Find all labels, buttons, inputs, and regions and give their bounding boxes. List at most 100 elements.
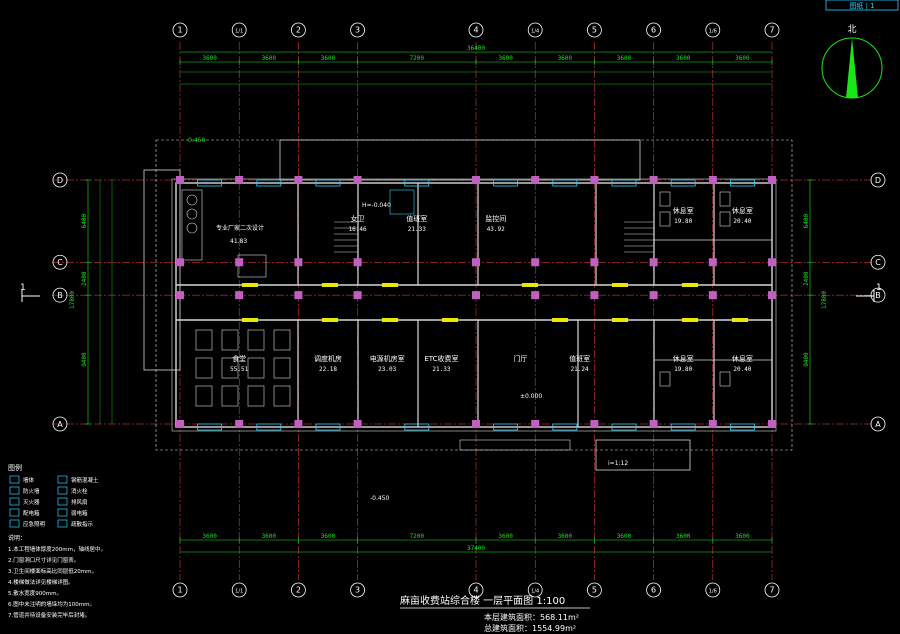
grid-label: 5 (592, 26, 597, 35)
grid-label: 1/6 (709, 589, 717, 595)
grid-label: A (57, 420, 63, 429)
dimension-total: 36400 (467, 45, 485, 52)
top-right-tag-text: 图纸 | 1 (849, 1, 874, 10)
column-marker (176, 291, 184, 300)
column-marker (235, 291, 244, 300)
room-name: 休息室 (673, 354, 694, 363)
toilet-fixtures (389, 189, 731, 387)
grid-bubble-7 (587, 22, 602, 38)
legend: 图例 墙体钢筋混凝土防火墙消火栓灭火器排风扇配电箱弱电箱应急照明疏散指示 (8, 463, 99, 528)
dimension-text: 7200 (410, 55, 425, 62)
grid-bubble-A (870, 416, 886, 432)
annotations: -0.450 -0.450 ±0.000 H=-0.040 i=1:12 专业厂… (186, 137, 628, 502)
dimension-text: 3600 (735, 533, 750, 540)
door-opening (382, 283, 398, 287)
window-opening (197, 423, 223, 431)
column-marker (472, 258, 480, 267)
dimension-text: 3600 (202, 533, 217, 540)
door-opening (732, 318, 748, 322)
legend-swatch (57, 519, 68, 528)
column-marker (176, 176, 184, 184)
window-opening (315, 423, 341, 431)
legend-swatch (57, 486, 68, 495)
section-marks: 1 1 (20, 283, 882, 302)
elevation-label: H=-0.040 (362, 202, 391, 209)
window-opening (611, 423, 637, 431)
section-mark-left: 1 (20, 283, 26, 293)
grid-label: 3 (355, 26, 360, 35)
grid-label: 2 (296, 586, 301, 595)
legend-item: 防火墙 (23, 487, 40, 495)
room-name: 女卫 (351, 214, 365, 223)
dining-table (247, 357, 265, 379)
grid-label: B (57, 291, 63, 300)
column-marker (472, 176, 480, 184)
door-opening (322, 283, 338, 287)
room-area: 22.18 (319, 366, 337, 373)
door-opening (522, 283, 538, 287)
column-marker (472, 420, 480, 428)
column-marker (531, 420, 540, 428)
legend-item: 灭火器 (23, 499, 40, 506)
floor-area: 本层建筑面积：568.11m² (484, 612, 579, 622)
grid-bubble-9 (705, 22, 721, 38)
column-marker (590, 176, 599, 184)
grid-label: 1/1 (235, 589, 243, 595)
grid-bubble-8 (646, 582, 661, 598)
grid-bubble-3 (290, 22, 306, 38)
window-opening (552, 179, 578, 187)
note-line: 3.卫生间楼面标高比同层低20mm。 (8, 567, 97, 575)
room-area: 19.80 (674, 218, 692, 225)
dimension-text: 3600 (498, 55, 513, 62)
grid-label: 2 (296, 26, 301, 35)
grid-label: 1/1 (235, 29, 243, 35)
svg-text:北: 北 (847, 24, 856, 35)
grid-bubble-3 (290, 582, 306, 598)
door-opening (442, 318, 458, 322)
column-marker (708, 291, 717, 300)
dimension-text: 3600 (735, 55, 750, 62)
walls (143, 139, 793, 471)
legend-item: 疏散指示 (71, 520, 94, 528)
room-name: 监控间 (485, 214, 506, 223)
design-notes: 说明： 1.本工程墙体厚度200mm，轴线居中。2.门窗洞口尺寸详见门窗表。3.… (8, 534, 106, 619)
door-opening (682, 318, 698, 322)
dining-table (247, 385, 265, 407)
grid-label: 1 (177, 586, 182, 595)
structural-columns (176, 176, 776, 428)
window-opening (493, 423, 519, 431)
column-marker (531, 291, 540, 300)
column-marker (708, 176, 717, 184)
dining-table (273, 329, 291, 351)
grid-label: 6 (651, 586, 656, 595)
column-marker (768, 258, 776, 267)
column-marker (768, 291, 776, 300)
column-marker (649, 258, 658, 267)
room-area: 20.40 (733, 218, 751, 225)
note-line: 5.散水宽度900mm。 (8, 589, 62, 597)
grid-label: D (875, 176, 881, 185)
dimension-total: 17800 (821, 291, 828, 309)
column-marker (649, 420, 658, 428)
room-name: 食堂 (232, 354, 246, 363)
column-marker (294, 420, 303, 428)
grid-label: 1/4 (531, 589, 539, 595)
elevation-label: -0.450 (186, 137, 206, 144)
door-opening (552, 318, 568, 322)
dimension-total: 17800 (69, 291, 76, 309)
dimension-text: 7200 (410, 533, 425, 540)
elevation-label: -0.450 (370, 495, 390, 502)
dining-table (273, 385, 291, 407)
room-name: 休息室 (732, 354, 753, 363)
door-opening (242, 283, 258, 287)
grid-label: 6 (651, 26, 656, 35)
dining-table (247, 329, 265, 351)
column-marker (235, 176, 244, 184)
window-opening (404, 423, 430, 431)
dimension-text: 2400 (803, 271, 810, 286)
grid-bubble-4 (350, 22, 366, 38)
kitchen-area: 41.83 (230, 238, 247, 245)
dimension-text: 3600 (498, 533, 513, 540)
